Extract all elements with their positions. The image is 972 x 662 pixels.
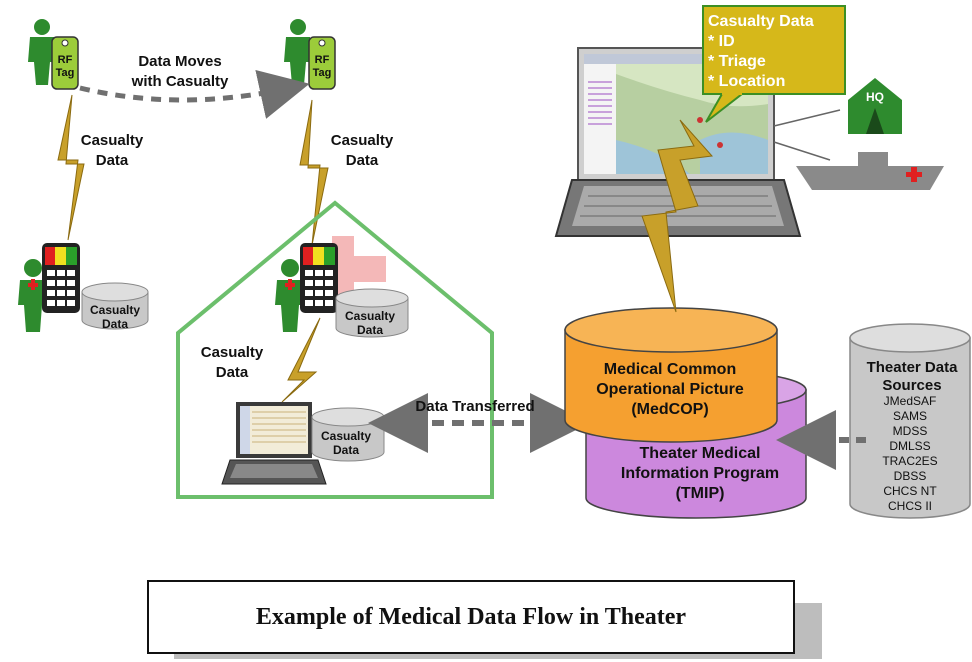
casualty-data-database-2: Casualty Data xyxy=(335,288,409,338)
casualty-data-label-1-line2: Data xyxy=(96,152,129,169)
medic-with-handheld-1 xyxy=(18,243,80,332)
svg-text:Casualty: Casualty xyxy=(321,429,371,443)
source-item: DMLSS xyxy=(889,439,930,453)
sources-title-line1: Theater Data xyxy=(867,359,959,376)
lightning-bolt-icon-2 xyxy=(299,99,329,246)
casualty-data-label-3-line2: Data xyxy=(216,364,249,381)
lightning-bolt-icon-4 xyxy=(641,119,714,313)
casualty-data-label-3-line1: Casualty xyxy=(201,344,264,361)
source-item: CHCS II xyxy=(888,499,932,513)
source-item: DBSS xyxy=(894,469,927,483)
rf-tag-label-1-line1: RF xyxy=(58,54,73,66)
popup-item-location: * Location xyxy=(708,73,785,90)
hq-label: HQ xyxy=(866,90,884,104)
casualty-data-label-2-line1: Casualty xyxy=(331,132,394,149)
source-item: JMedSAF xyxy=(884,394,937,408)
casualty-data-popup: Casualty Data * ID * Triage * Location xyxy=(702,5,846,123)
figure-caption: Example of Medical Data Flow in Theater xyxy=(255,603,687,630)
popup-item-id: * ID xyxy=(708,33,735,50)
theater-data-sources-database: Theater Data Sources JMedSAF SAMS MDSS D… xyxy=(849,323,971,519)
rf-tag-1 xyxy=(51,36,79,90)
data-moves-label-line2: with Casualty xyxy=(131,73,229,90)
svg-text:Data: Data xyxy=(102,317,128,331)
casualty-data-database-3: Casualty Data xyxy=(311,407,385,462)
source-item: SAMS xyxy=(893,409,927,423)
source-item: MDSS xyxy=(893,424,928,438)
popup-title: Casualty Data xyxy=(708,13,814,30)
svg-text:Casualty: Casualty xyxy=(90,303,140,317)
soldier-with-rf-tag-1: RF Tag xyxy=(28,19,79,90)
rf-tag-label-2-line1: RF xyxy=(315,54,330,66)
sources-title-line2: Sources xyxy=(882,377,941,394)
rf-tag-2 xyxy=(308,36,336,90)
data-moves-arrow xyxy=(79,69,310,119)
tmip-label-line1: Theater Medical xyxy=(640,445,761,462)
medcop-database: Medical Common Operational Picture (MedC… xyxy=(564,307,778,443)
source-item: CHCS NT xyxy=(883,484,937,498)
medic-with-handheld-2 xyxy=(275,243,338,332)
medcop-label-line3: (MedCOP) xyxy=(631,401,708,418)
hq-tent-icon: HQ xyxy=(848,78,902,134)
tmip-label-line2: Information Program xyxy=(621,465,779,482)
popup-item-triage: * Triage xyxy=(708,53,766,70)
rf-tag-label-1-line2: Tag xyxy=(56,67,75,79)
svg-text:Data: Data xyxy=(357,323,383,337)
tmip-label-line3: (TMIP) xyxy=(676,485,725,502)
hospital-ship-icon xyxy=(796,152,944,190)
laptop-in-shelter xyxy=(221,402,327,485)
source-item: TRAC2ES xyxy=(882,454,937,468)
svg-text:Casualty: Casualty xyxy=(345,309,395,323)
rf-tag-label-2-line2: Tag xyxy=(313,67,332,79)
casualty-data-label-1-line1: Casualty xyxy=(81,132,144,149)
data-moves-label-line1: Data Moves xyxy=(138,53,221,70)
data-transferred-label: Data Transferred xyxy=(415,398,534,415)
svg-text:Data: Data xyxy=(333,443,359,457)
casualty-data-database-1: Casualty Data xyxy=(81,282,149,331)
soldier-with-rf-tag-2: RF Tag xyxy=(284,19,336,90)
lightning-bolt-icon-1 xyxy=(57,94,85,241)
casualty-data-label-2-line2: Data xyxy=(346,152,379,169)
medcop-label-line2: Operational Picture xyxy=(596,381,744,398)
medcop-label-line1: Medical Common xyxy=(604,361,736,378)
figure-caption-box: Example of Medical Data Flow in Theater xyxy=(147,580,795,654)
